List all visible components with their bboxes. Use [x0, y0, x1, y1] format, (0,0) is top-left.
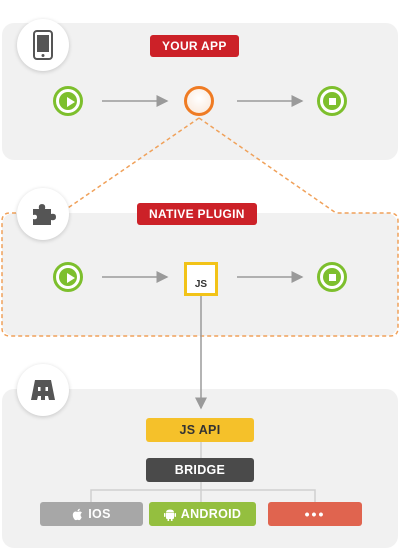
- js-api-box: JS API: [146, 418, 254, 442]
- phone-icon-badge: [17, 19, 69, 71]
- js-file-icon: JS: [184, 262, 218, 296]
- android-icon: [163, 509, 176, 522]
- play-icon: [53, 262, 83, 292]
- app-node: [184, 86, 214, 116]
- play-icon: [53, 86, 83, 116]
- your-app-label: YOUR APP: [150, 35, 239, 57]
- stop-icon: [317, 86, 347, 116]
- smartphone-icon: [33, 30, 53, 60]
- plugin-icon-badge: [17, 188, 69, 240]
- ios-label: IOS: [88, 507, 111, 521]
- ios-box: IOS: [40, 502, 143, 526]
- cordova-icon-badge: [17, 364, 69, 416]
- more-platforms-box: •••: [268, 502, 362, 526]
- puzzle-piece-icon: [33, 204, 56, 225]
- apple-icon: [73, 508, 83, 521]
- cordova-icon: [31, 380, 55, 400]
- js-file-label: JS: [194, 279, 208, 290]
- stop-icon: [317, 262, 347, 292]
- android-box: ANDROID: [149, 502, 256, 526]
- plugin-dashed-outline: [1, 117, 399, 337]
- native-plugin-label: NATIVE PLUGIN: [137, 203, 257, 225]
- android-label: ANDROID: [180, 507, 242, 521]
- bridge-box: BRIDGE: [146, 458, 254, 482]
